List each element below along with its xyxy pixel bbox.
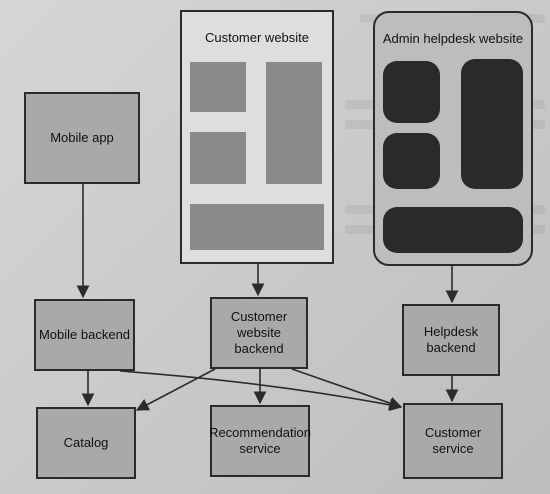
arrow-website-backend-to-customer-service bbox=[291, 368, 403, 410]
mobile-backend-label: Mobile backend bbox=[38, 327, 131, 342]
mobile-app-label: Mobile app bbox=[50, 130, 114, 145]
customer-website-node: Customer website bbox=[180, 10, 334, 264]
page-section-placeholder bbox=[190, 62, 246, 112]
recommendation-service-node: Recommendation service bbox=[209, 405, 311, 477]
customer-service-label-line2: service bbox=[432, 441, 474, 456]
page-section-placeholder bbox=[190, 132, 246, 184]
customer-website-label: Customer website bbox=[204, 30, 310, 45]
page-section-placeholder bbox=[461, 59, 523, 189]
catalog-node: Catalog bbox=[36, 407, 136, 479]
customer-service-label-line1: Customer bbox=[424, 425, 482, 440]
helpdesk-backend-label-line1: Helpdesk bbox=[423, 324, 479, 339]
helpdesk-backend-label-line2: backend bbox=[426, 340, 476, 355]
admin-helpdesk-website-node: Admin helpdesk website bbox=[373, 11, 533, 266]
arrow-mobile-backend-to-customer-service bbox=[119, 370, 403, 412]
recommendation-service-label-line2: service bbox=[239, 441, 281, 456]
arrow-website-backend-to-catalog bbox=[135, 368, 216, 411]
admin-helpdesk-website-label: Admin helpdesk website bbox=[382, 31, 524, 46]
customer-website-backend-node: Customer website backend bbox=[210, 297, 308, 369]
page-section-placeholder bbox=[383, 207, 523, 253]
customer-service-node: Customer service bbox=[403, 403, 503, 479]
helpdesk-backend-node: Helpdesk backend bbox=[402, 304, 500, 376]
catalog-label: Catalog bbox=[63, 435, 109, 450]
customer-website-backend-label-line2: website bbox=[236, 325, 282, 340]
recommendation-service-label-line1: Recommendation bbox=[209, 425, 311, 440]
mobile-backend-node: Mobile backend bbox=[34, 299, 135, 371]
page-section-placeholder bbox=[383, 133, 440, 189]
customer-website-backend-label-line1: Customer bbox=[230, 309, 288, 324]
page-section-placeholder bbox=[190, 204, 324, 250]
mobile-app-node: Mobile app bbox=[24, 92, 140, 184]
customer-website-backend-label-line3: backend bbox=[234, 341, 284, 356]
page-section-placeholder bbox=[266, 62, 322, 184]
page-section-placeholder bbox=[383, 61, 440, 123]
